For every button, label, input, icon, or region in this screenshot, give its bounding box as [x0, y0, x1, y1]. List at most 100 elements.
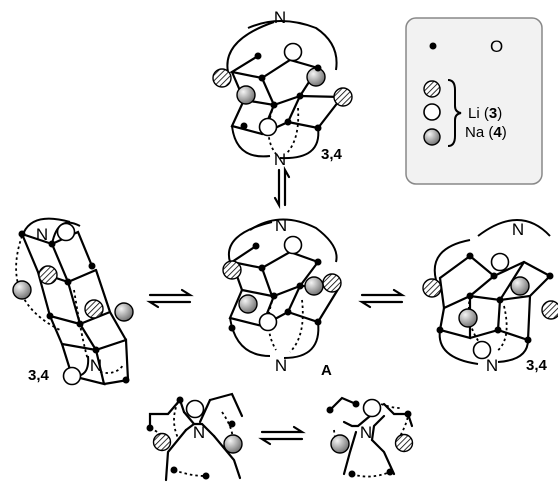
bond-line — [360, 288, 406, 297]
equilibrium-arrow-bottom — [258, 425, 306, 446]
legend-oxygen-label: O — [490, 37, 503, 56]
top-cluster-structure: N N 3,4 — [212, 8, 353, 169]
bond-line — [226, 21, 275, 73]
oxygen-atom — [524, 336, 532, 344]
bond-line — [229, 54, 320, 80]
na-sphere — [223, 434, 243, 454]
oxygen-atom — [176, 396, 184, 404]
oxygen-atom — [496, 296, 504, 304]
oxygen-atom — [314, 258, 322, 266]
na-sphere — [12, 280, 32, 300]
bond-line — [279, 127, 320, 160]
oxygen-atom — [46, 312, 54, 320]
bond-line — [289, 299, 304, 353]
bond-line — [228, 260, 320, 328]
oxygen-atom — [240, 122, 248, 130]
equilibrium-arrow-left — [146, 288, 194, 309]
na-sphere — [238, 294, 258, 314]
oxygen-atom — [146, 424, 154, 432]
legend-box: O Li (3) Na (4) — [405, 17, 543, 185]
oxygen-atom — [88, 262, 96, 270]
bond-line — [184, 422, 196, 432]
na-sphere — [330, 434, 350, 454]
bond-line — [370, 438, 396, 476]
bond-line — [148, 288, 194, 297]
bond-line — [229, 244, 320, 270]
oxygen-atom — [18, 230, 26, 238]
oxygen-atom — [254, 52, 262, 60]
oxygen-atom — [326, 406, 334, 414]
oxygen-atom — [122, 376, 130, 384]
li-na-atom — [472, 340, 492, 360]
na-sphere — [236, 85, 256, 105]
atom-label-n: N — [274, 150, 286, 169]
bond-line — [477, 219, 551, 237]
oxygen-atom — [258, 74, 266, 82]
atom-label-n: N — [274, 8, 286, 27]
bond-line — [283, 165, 291, 207]
bond-line — [212, 434, 242, 480]
bridging-atom — [322, 273, 342, 293]
bond-line — [173, 401, 179, 439]
li-na-atom — [362, 398, 382, 418]
oxygen-atom — [202, 472, 210, 480]
bond-line — [247, 20, 338, 71]
na-sphere — [458, 308, 478, 328]
bridging-atom — [222, 260, 242, 280]
atom-label-n: N — [275, 356, 287, 375]
bond-line — [273, 168, 281, 210]
oxygen-atom — [76, 320, 84, 328]
structure-label-a: A — [321, 362, 332, 379]
bond-line — [495, 305, 508, 353]
oxygen-atom — [284, 308, 292, 316]
bond-line — [496, 294, 532, 342]
atom-label-n: N — [90, 356, 102, 375]
legend-brace — [447, 79, 462, 147]
li-na-atom — [258, 312, 278, 332]
li-na-atom — [56, 222, 76, 242]
na-sphere — [114, 302, 134, 322]
bond-line — [148, 397, 186, 430]
bond-line — [382, 402, 414, 428]
oxygen-atom — [258, 264, 266, 272]
bond-line — [351, 471, 391, 478]
oxygen-atom — [348, 470, 356, 478]
bond-line — [249, 218, 338, 263]
oxygen-atom — [352, 400, 360, 408]
bond-line — [342, 414, 372, 428]
li-na-atom — [283, 235, 303, 255]
oxygen-atom — [170, 466, 178, 474]
bond-line — [182, 410, 216, 438]
bond-line — [94, 268, 128, 342]
equilibrium-arrow-right — [358, 288, 406, 309]
bond-line — [146, 300, 192, 309]
bottom-right-fragment: N — [326, 396, 414, 478]
li-na-atom — [62, 366, 82, 386]
bond-line — [497, 339, 529, 363]
oxygen-atom — [270, 101, 278, 109]
oxygen-atom — [64, 278, 72, 286]
oxygen-atom — [252, 242, 260, 250]
li-na-atom — [283, 42, 303, 62]
bond-line — [283, 321, 320, 359]
atom-label-n: N — [360, 423, 372, 442]
bond-line — [358, 300, 404, 309]
legend-hatched-sphere-icon — [423, 80, 441, 98]
bridging-atom — [212, 68, 232, 88]
left-cluster-structure: N N 3,4 — [12, 217, 134, 386]
atom-label-n: N — [486, 356, 498, 375]
oxygen-atom — [436, 326, 444, 334]
bridging-atom — [333, 87, 353, 107]
bond-line — [258, 437, 304, 446]
right-cluster-structure: N N 3,4 — [422, 219, 558, 375]
li-na-atom — [258, 117, 278, 137]
bond-line — [230, 70, 276, 107]
oxygen-atom — [228, 420, 236, 428]
oxygen-atom — [404, 410, 412, 418]
bond-line — [438, 274, 496, 310]
bond-line — [370, 414, 386, 442]
legend-li-label: Li (3) — [468, 105, 502, 122]
bridging-atom — [84, 299, 104, 319]
bond-line — [164, 428, 188, 482]
